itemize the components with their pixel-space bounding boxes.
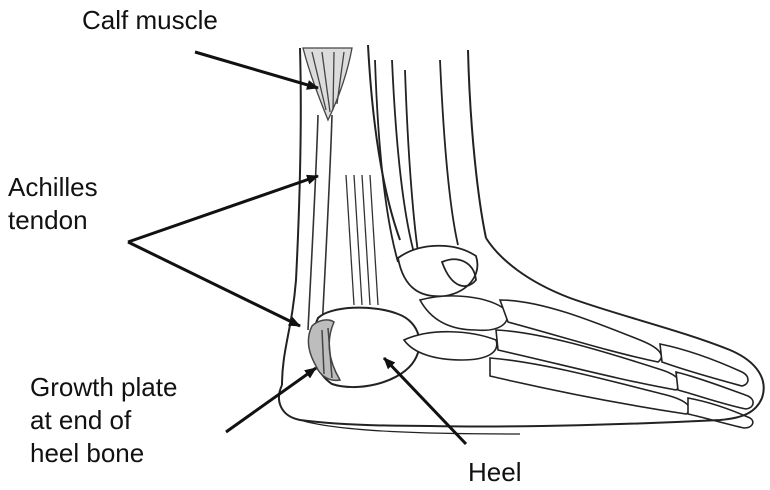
achilles-tendon [308, 115, 332, 330]
label-calf-muscle-line: Calf muscle [82, 4, 218, 37]
label-achilles-line-2: tendon [8, 204, 98, 237]
label-growth-plate: Growth plate at end of heel bone [30, 371, 177, 470]
label-growth-plate-line-1: Growth plate [30, 371, 177, 404]
leg-bones [375, 60, 458, 265]
label-achilles-line-1: Achilles [8, 171, 98, 204]
long-tendons [346, 175, 378, 305]
label-calf-muscle: Calf muscle [82, 4, 218, 37]
foot-bones [404, 296, 753, 428]
achilles-tendon-arrow-lower [128, 242, 300, 326]
label-achilles-tendon: Achilles tendon [8, 171, 98, 237]
label-heel-line: Heel [468, 456, 521, 489]
growth-plate-arrow [226, 368, 316, 432]
label-heel: Heel [468, 456, 521, 489]
achilles-tendon-arrow-upper [128, 176, 318, 242]
label-growth-plate-line-2: at end of [30, 404, 177, 437]
label-growth-plate-line-3: heel bone [30, 437, 177, 470]
ankle-bones [398, 246, 477, 297]
heel-arrow [384, 358, 466, 444]
calf-muscle [303, 48, 352, 120]
